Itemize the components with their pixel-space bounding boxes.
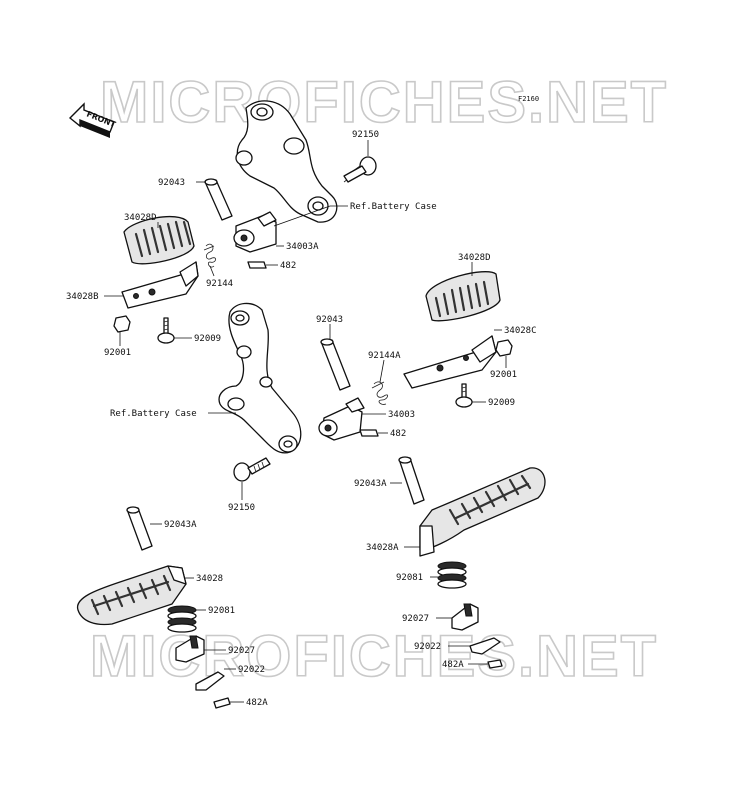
callout-92043-mid: 92043 xyxy=(316,315,343,325)
callout-92043A-right: 92043A xyxy=(354,479,387,489)
callout-92043A-left: 92043A xyxy=(164,520,197,530)
callout-92001-left: 92001 xyxy=(104,348,131,358)
bolt-92009-right xyxy=(455,383,473,408)
callout-labels: 92150 92043 Ref.Battery Case 34028D 3400… xyxy=(66,130,537,708)
callout-ref-battery-case-mid: Ref.Battery Case xyxy=(110,409,197,419)
callout-92001-right: 92001 xyxy=(490,370,517,380)
pad-92022-left xyxy=(195,671,225,691)
leader-lines xyxy=(104,140,507,703)
watermark-bottom: MICROFICHES.NET xyxy=(90,624,658,689)
callout-34003A: 34003A xyxy=(286,242,319,252)
callout-482A-left: 482A xyxy=(246,698,268,708)
upper-left-bracket xyxy=(235,100,338,223)
callout-92144A: 92144A xyxy=(368,351,401,361)
callout-482A-right: 482A xyxy=(442,660,464,670)
callout-34028B: 34028B xyxy=(66,292,99,302)
nut-92001-left xyxy=(113,315,131,333)
footpeg-34028D-left xyxy=(123,215,195,265)
callout-92009-left: 92009 xyxy=(194,334,221,344)
pivot-block-34003A xyxy=(233,211,277,253)
pivot-block-34003 xyxy=(318,397,365,441)
bolt-92150-top xyxy=(343,156,377,183)
spring-92081-right xyxy=(437,561,467,589)
callout-92022-left: 92022 xyxy=(238,665,265,675)
callout-92027-left: 92027 xyxy=(228,646,255,656)
callout-34028C: 34028C xyxy=(504,326,537,336)
key-482-top xyxy=(247,261,267,269)
callout-ref-battery-case-top: Ref.Battery Case xyxy=(350,202,437,212)
nut-92001-right xyxy=(495,339,513,357)
callout-34028A: 34028A xyxy=(366,543,399,553)
footpeg-34028A xyxy=(419,467,546,557)
pin-92043A-left xyxy=(126,506,153,551)
watermark-top: MICROFICHES.NET xyxy=(100,70,668,135)
figure-code: F2160 xyxy=(518,95,539,103)
callout-92009-right: 92009 xyxy=(488,398,515,408)
middle-bracket xyxy=(218,302,302,454)
bolt-92150-bottom xyxy=(233,457,271,482)
footpeg-34028 xyxy=(77,565,187,626)
callout-34028D-right: 34028D xyxy=(458,253,491,263)
key-482-mid xyxy=(359,429,379,437)
callout-92150-top: 92150 xyxy=(352,130,379,140)
callout-482-mid: 482 xyxy=(390,429,406,439)
footpeg-base-34028B xyxy=(121,261,199,309)
pin-92043-top xyxy=(204,178,233,221)
callout-92043-top: 92043 xyxy=(158,178,185,188)
plate-92027-left xyxy=(175,635,205,663)
pad-92022-right xyxy=(469,637,501,655)
callout-482-top: 482 xyxy=(280,261,296,271)
pin-92043-mid xyxy=(320,338,351,391)
plate-92027-right xyxy=(451,603,479,631)
footpeg-base-34028C xyxy=(403,335,497,389)
callout-92150-bottom: 92150 xyxy=(228,503,255,513)
callout-92144: 92144 xyxy=(206,279,233,289)
callout-92081-right: 92081 xyxy=(396,573,423,583)
bolt-92009-left xyxy=(157,317,175,344)
footpeg-34028D-right xyxy=(425,271,501,322)
callout-34028: 34028 xyxy=(196,574,223,584)
spring-92081-left xyxy=(167,605,197,633)
key-482A-left xyxy=(213,697,231,709)
key-482A-right xyxy=(487,659,503,669)
callout-92027-right: 92027 xyxy=(402,614,429,624)
spring-92144A xyxy=(371,381,388,405)
callout-34003: 34003 xyxy=(388,410,415,420)
callout-92022-right: 92022 xyxy=(414,642,441,652)
pin-92043A-right xyxy=(398,456,425,505)
spring-92144 xyxy=(203,243,216,268)
callout-34028D-left: 34028D xyxy=(124,213,157,223)
callout-92081-left: 92081 xyxy=(208,606,235,616)
